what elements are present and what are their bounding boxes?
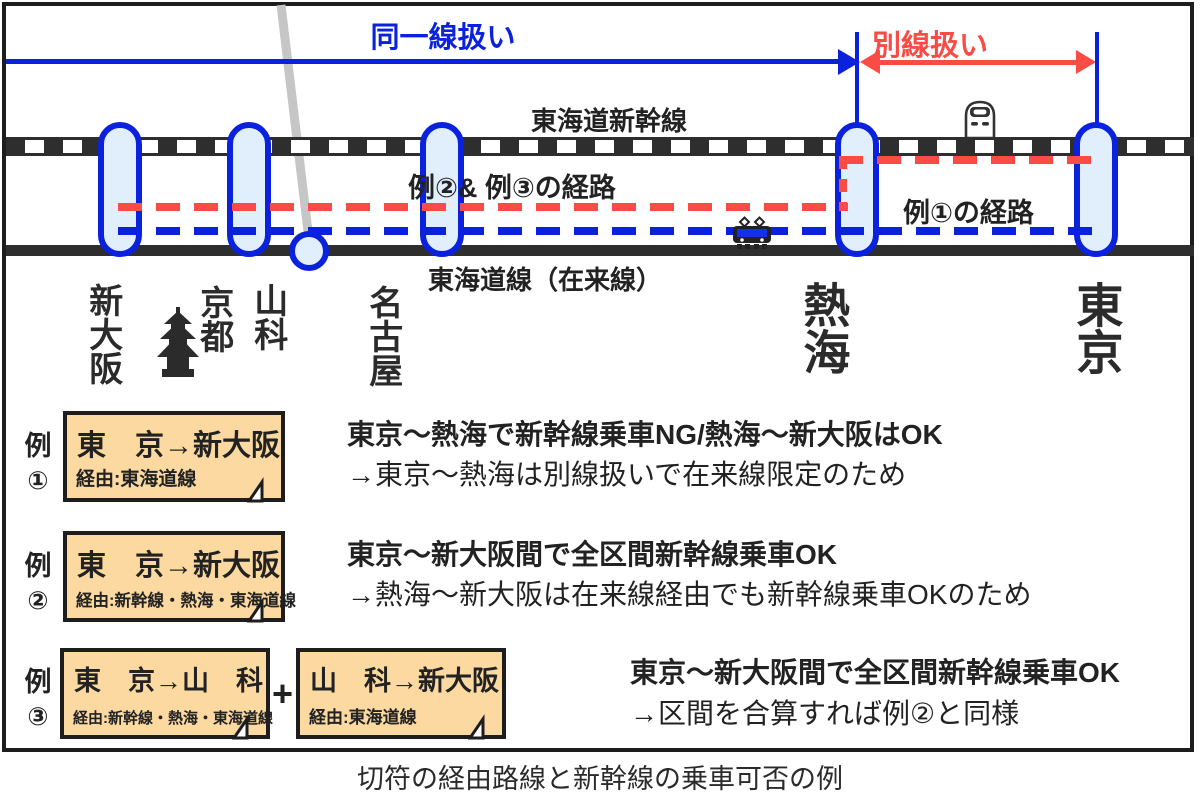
ticket-example-2: 東 京→新大阪 経由:新幹線・熱海・東海道線 [63,531,296,623]
example-3-number: ③ [27,703,49,731]
ticket-example-3b: 山 科→新大阪 経由:東海道線 [296,648,506,740]
example-1-label-prefix: 例 [24,431,52,461]
ticket-2-title: 東 京→新大阪 [77,550,281,582]
example-3-note: →区間を合算すれば例②と同様 [630,698,1020,729]
ticket-example-1: 東 京→新大阪 経由:東海道線 [63,411,285,503]
tokyo-guide-line [1095,32,1099,128]
shinkansen-track [6,137,1194,156]
shinkansen-train-icon [964,100,996,138]
station-circle-yamashina [289,231,329,271]
figure-caption: 切符の経由路線と新幹線の乗車可否の例 [357,764,843,794]
pagoda-icon [157,307,199,377]
route-23-label: 例②& 例③の経路 [408,173,616,203]
station-name-shinosaka: 新大阪 [83,283,122,385]
same-line-arrow-shaft [6,59,842,64]
example-3-headline: 東京〜新大阪間で全区間新幹線乗車OK [630,657,1121,688]
route-1-upper-red-dash [839,156,1095,164]
separate-line-label: 別線扱い [871,30,988,62]
example-3-label-prefix: 例 [24,667,52,697]
station-pill-kyoto [227,122,271,257]
route-23-lower-dash [118,203,848,211]
ticket-notch-icon [247,477,264,503]
ticket-notch-icon [232,714,249,740]
station-name-kyoto: 京都 [194,285,233,353]
example-2-headline: 東京〜新大阪間で全区間新幹線乗車OK [347,539,838,570]
shinkansen-line-label: 東海道新幹線 [531,106,688,136]
example-3-label: 例 ③ [18,660,58,732]
example-2-note: →熱海〜新大阪は在来線経由でも新幹線乗車OKのため [347,579,1032,610]
ticket-3a-title: 東 京→山 科 [74,666,263,696]
example-2-label: 例 ② [18,544,58,616]
station-name-tokyo: 東京 [1069,281,1123,375]
ticket-notch-icon [468,714,485,740]
station-pill-shinosaka [98,122,142,257]
route-23-vertical-dash [839,156,847,211]
station-name-atami: 熱海 [796,281,850,375]
local-train-icon [733,216,771,249]
station-name-yamashina: 山科 [248,283,287,351]
ticket-3b-via: 経由:東海道線 [309,708,417,727]
conventional-track [6,245,1194,256]
separate-line-arrowhead-right-icon [1076,50,1096,74]
station-name-nagoya: 名古屋 [363,285,402,387]
diagram-frame [2,2,1194,752]
ticket-2-via: 経由:新幹線・熱海・東海道線 [76,592,296,610]
example-1-note: →東京〜熱海は別線扱いで在来線限定のため [347,459,907,490]
example-2-number: ② [27,587,49,615]
example-1-label: 例 ① [18,424,58,496]
ticket-example-3a: 東 京→山 科 経由:新幹線・熱海・東海道線 [60,648,273,740]
station-pill-tokyo [1074,122,1118,257]
ticket-3a-via: 経由:新幹線・熱海・東海道線 [73,710,273,727]
ticket-plus-sign: + [272,673,294,714]
ticket-1-title: 東 京→新大阪 [77,430,281,462]
ticket-notch-icon [247,597,264,623]
example-2-label-prefix: 例 [24,551,52,581]
ticket-3b-title: 山 科→新大阪 [310,666,499,696]
separate-line-arrowhead-left-icon [860,50,880,74]
route-1-label: 例①の経路 [903,198,1034,228]
same-line-label: 同一線扱い [370,22,516,54]
example-1-headline: 東京〜熱海で新幹線乗車NG/熱海〜新大阪はOK [347,419,943,450]
separate-line-arrow-shaft [876,60,1082,65]
example-1-number: ① [27,467,49,495]
ticket-1-via: 経由:東海道線 [76,469,197,490]
same-line-arrowhead-icon [838,49,860,75]
route-1-blue-dash [118,227,1097,235]
atami-guide-line [855,32,859,128]
conventional-line-label: 東海道線（在来線） [428,265,663,295]
